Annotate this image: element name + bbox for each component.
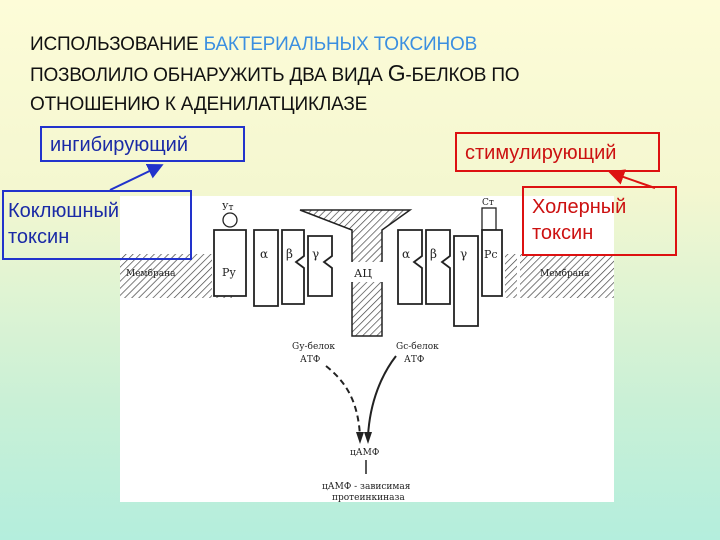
si-ligand-label: Ст <box>482 198 494 208</box>
kinase-label-line2: протеинкиназа <box>332 493 405 502</box>
gi-beta-label: β <box>286 247 293 261</box>
si-ligand-rect <box>481 207 497 231</box>
gi-alpha-shape <box>253 229 279 307</box>
gi-gamma-label: γ <box>312 247 319 261</box>
pertussis-line1: Коклюшный <box>8 200 120 222</box>
gi-alpha-label: α <box>260 247 268 261</box>
membrane-right-label: Мембрана <box>540 268 590 279</box>
gi-dashed-arrow <box>325 365 361 437</box>
ac-label-bg <box>342 262 388 282</box>
gs-arrow-head <box>364 432 372 444</box>
membrane-left-band <box>120 254 212 298</box>
camp-label: цАМФ <box>350 448 379 458</box>
ri-receptor-shape <box>213 229 247 297</box>
pertussis-toxin-box: Коклюшный токсин <box>2 190 192 260</box>
gs-solid-arrow <box>367 355 397 437</box>
gs-beta-shape <box>425 229 451 305</box>
slide-title: ИСПОЛЬЗОВАНИЕ БАКТЕРИАЛЬНЫХ ТОКСИНОВ ПОЗ… <box>30 30 690 119</box>
membrane-gap-right <box>505 254 517 298</box>
gs-gamma-shape <box>453 235 479 327</box>
g-protein-diagram: Мембрана Мембрана АЦ Ут Ст Ру Рс α β γ α… <box>120 196 614 503</box>
title-part1: ИСПОЛЬЗОВАНИЕ <box>30 34 204 55</box>
pertussis-line2: токсин <box>8 226 70 248</box>
gi-protein-label: Gу-белок <box>292 341 335 352</box>
rs-receptor-shape <box>481 229 503 297</box>
title-part3: -БЕЛКОВ ПО <box>405 65 520 86</box>
atp-right-label: АТФ <box>404 355 424 365</box>
stimulatory-label: стимулирующий <box>465 142 617 164</box>
membrane-left-label: Мембрана <box>126 268 176 279</box>
cholera-line2: токсин <box>532 222 594 244</box>
pertussis-to-inhibitory-arrow <box>109 163 164 191</box>
gs-beta-label: β <box>430 247 437 261</box>
ui-ligand-label: Ут <box>222 203 234 213</box>
gs-alpha-shape <box>397 229 423 305</box>
gi-arrow-head <box>356 432 364 444</box>
stimulatory-box: стимулирующий <box>455 132 660 172</box>
title-highlight: БАКТЕРИАЛЬНЫХ ТОКСИНОВ <box>203 34 478 55</box>
gs-alpha-label: α <box>402 247 410 261</box>
gi-gamma-shape <box>307 235 333 297</box>
title-g: G <box>387 60 406 86</box>
gs-gamma-label: γ <box>460 247 467 261</box>
inhibitory-box: ингибирующий <box>40 126 245 162</box>
diagram-svg: Мембрана Мембрана АЦ Ут Ст Ру Рс α β γ α… <box>120 198 614 503</box>
gi-beta-shape <box>281 229 305 305</box>
kinase-label-line1: цАМФ - зависимая <box>322 482 411 492</box>
title-part2: ПОЗВОЛИЛО ОБНАРУЖИТЬ ДВА ВИДА <box>30 65 388 86</box>
membrane-right-band <box>520 254 614 298</box>
cholera-toxin-box: Холерный токсин <box>522 186 677 256</box>
cholera-line1: Холерный <box>532 196 627 218</box>
ac-label: АЦ <box>354 267 372 280</box>
atp-left-label: АТФ <box>300 355 320 365</box>
title-part4: ОТНОШЕНИЮ К АДЕНИЛАТЦИКЛАЗЕ <box>30 94 368 115</box>
ui-ligand-circle <box>222 212 238 228</box>
rs-receptor-label: Рс <box>484 248 498 261</box>
gs-protein-label: Gс-белок <box>396 341 439 352</box>
inhibitory-label: ингибирующий <box>50 134 189 156</box>
ri-receptor-label: Ру <box>222 266 236 279</box>
